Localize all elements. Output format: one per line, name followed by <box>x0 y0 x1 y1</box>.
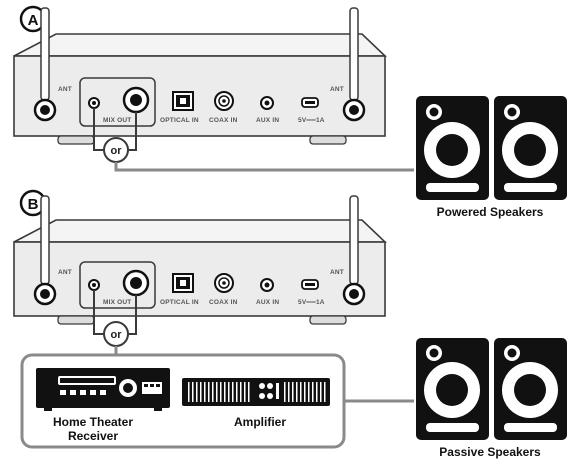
optical-in-port <box>172 91 194 111</box>
section-b: B ANT ANT MIX OUT <box>13 189 567 459</box>
section-b-or-label: or <box>111 329 123 341</box>
section-a-or-label: or <box>111 145 123 157</box>
section-b-left-antenna <box>33 195 57 306</box>
ant-right-label-b: ANT <box>330 269 344 276</box>
section-a-transmitter-device: ANT ANT MIX OUT OPTICAL IN <box>13 7 387 145</box>
section-b-transmitter-device: ANT ANT MIX OUT OPTICAL IN <box>13 195 387 325</box>
optical-in-port-b <box>172 273 194 293</box>
section-b-badge-letter: B <box>28 196 39 213</box>
section-a-badge-letter: A <box>28 12 39 29</box>
aux-in-port <box>260 96 274 110</box>
ant-left-label-b: ANT <box>58 269 72 276</box>
power-port <box>301 97 319 108</box>
amplifier-label: Amplifier <box>234 415 286 429</box>
speaker-left <box>416 96 489 200</box>
aux-in-label: AUX IN <box>256 117 279 124</box>
section-a: A ANT ANT <box>13 5 567 219</box>
mix-out-label: MIX OUT <box>103 117 131 124</box>
power-port-b <box>301 279 319 290</box>
amplifier-vents-left <box>188 382 250 402</box>
section-a-right-antenna <box>342 7 366 122</box>
powered-speakers-label: Powered Speakers <box>437 205 544 219</box>
ant-right-label: ANT <box>330 86 344 93</box>
ant-left-label: ANT <box>58 86 72 93</box>
receiver-label-line1: Home Theater <box>53 415 133 429</box>
aux-in-label-b: AUX IN <box>256 299 279 306</box>
mix-out-panel-b <box>79 261 156 309</box>
speaker-right <box>494 96 567 200</box>
mix-out-panel <box>79 77 156 127</box>
coax-in-label-b: COAX IN <box>209 299 238 306</box>
section-a-or-connector: or <box>93 108 414 172</box>
section-b-or-connector: or <box>93 290 137 355</box>
section-b-badge: B <box>19 189 47 217</box>
powered-speakers: Powered Speakers <box>416 96 567 219</box>
amplifier-vents-right <box>284 382 326 402</box>
passive-speakers-label: Passive Speakers <box>439 445 541 459</box>
amplifier: Amplifier <box>182 378 330 429</box>
section-a-cable <box>114 162 414 172</box>
section-a-left-antenna <box>33 7 57 122</box>
receiver-label-line2: Receiver <box>68 429 118 443</box>
home-theater-receiver: Home Theater Receiver <box>36 368 170 443</box>
passive-speaker-left <box>416 338 489 440</box>
power-label-b: 5V══1A <box>298 299 325 306</box>
mix-out-label-b: MIX OUT <box>103 299 131 306</box>
section-b-right-antenna <box>342 195 366 306</box>
aux-in-port-b <box>260 278 274 292</box>
optical-in-label: OPTICAL IN <box>160 117 199 124</box>
passive-speakers: Passive Speakers <box>416 338 567 459</box>
coax-in-port <box>214 91 234 111</box>
optical-in-label-b: OPTICAL IN <box>160 299 199 306</box>
coax-in-port-b <box>214 273 234 293</box>
passive-speaker-right <box>494 338 567 440</box>
power-label: 5V══1A <box>298 117 325 124</box>
coax-in-label: COAX IN <box>209 117 238 124</box>
